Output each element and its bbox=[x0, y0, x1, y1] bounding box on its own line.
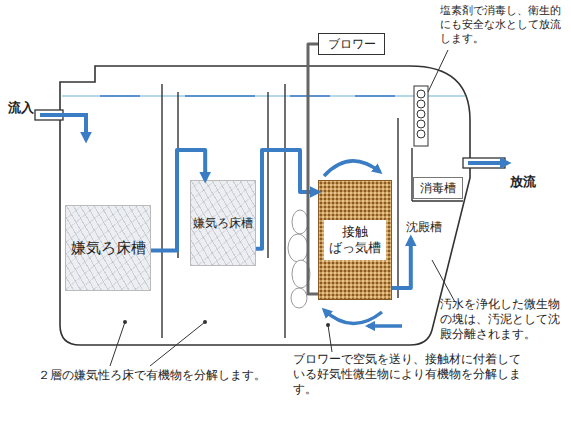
note-text: 塩素剤で消毒し、衛生的にも安全な水として放流します。 bbox=[440, 4, 566, 45]
inflow-arrow bbox=[40, 115, 86, 140]
anaerobic-filter: 嫌気ろ床槽 bbox=[190, 180, 256, 266]
circulation-arrow bbox=[324, 310, 382, 324]
flow-arrow bbox=[256, 150, 318, 249]
anaerobic-filter: 嫌気ろ床槽 bbox=[65, 205, 151, 291]
partition-walls bbox=[162, 84, 463, 338]
disinfection-box: 消毒槽 bbox=[413, 177, 463, 199]
inflow-label: 流入 bbox=[8, 100, 34, 116]
aeration-media: 接触 ばっ気槽 bbox=[318, 180, 392, 300]
tank-body bbox=[60, 66, 470, 345]
leader-dots bbox=[123, 320, 330, 327]
note-text: ２層の嫌気性ろ床で有機物を分解します。 bbox=[38, 368, 266, 383]
circulation-arrow bbox=[324, 161, 380, 176]
node-text: 接触 ばっ気槽 bbox=[324, 220, 386, 259]
air-pipe bbox=[308, 44, 318, 294]
node-text: 消毒槽 bbox=[420, 181, 456, 195]
water-waves bbox=[100, 95, 395, 97]
node-text: 嫌気ろ床槽 bbox=[71, 239, 146, 257]
note-text: 汚水を浄化した微生物の塊は、汚泥として沈殿分離されます。 bbox=[440, 297, 564, 342]
air-bubbles bbox=[288, 210, 310, 308]
sludge-return-arrow bbox=[368, 324, 402, 328]
outflow-label: 放流 bbox=[510, 174, 536, 190]
node-text: 嫌気ろ床槽 bbox=[193, 216, 253, 230]
blower-box: ブロワー bbox=[318, 33, 385, 55]
flow-arrow bbox=[151, 150, 205, 251]
flow-arrow bbox=[392, 238, 411, 288]
leader-lines bbox=[110, 50, 455, 366]
node-text: ブロワー bbox=[328, 37, 376, 51]
outflow-arrow bbox=[468, 161, 508, 165]
note-text: ブロワーで空気を送り、接触材に付着している好気性微生物により有機物を分解します。 bbox=[293, 352, 525, 397]
water-surface bbox=[62, 95, 465, 97]
sedimentation-label: 沈殿槽 bbox=[402, 216, 446, 238]
chlorine-tablets bbox=[414, 86, 428, 146]
node-text: 沈殿槽 bbox=[406, 220, 442, 234]
